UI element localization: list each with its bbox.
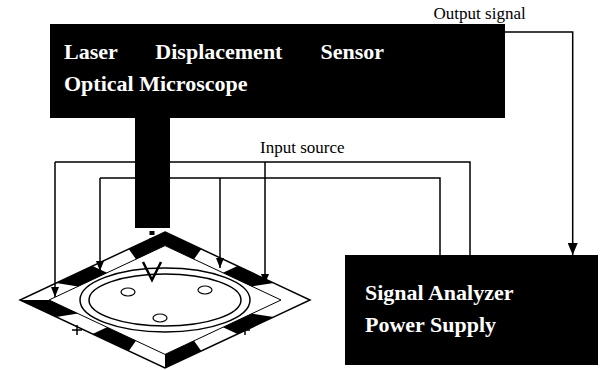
microscope-column <box>135 110 170 228</box>
contact-pad <box>121 288 135 296</box>
contact-pad <box>153 314 167 322</box>
cantilever <box>143 262 161 280</box>
equipment-box: Laser Displacement Sensor Optical Micros… <box>50 24 505 118</box>
checker-square <box>165 232 201 259</box>
checker-square <box>20 300 78 317</box>
wire <box>100 178 440 255</box>
checker-square <box>223 314 274 334</box>
outer-ring <box>80 268 250 332</box>
wire <box>55 162 470 255</box>
device-inner-border <box>49 246 281 355</box>
wire-drop <box>99 178 101 271</box>
checker-border <box>20 232 274 368</box>
checker-square <box>223 266 274 286</box>
wire-drop <box>219 178 221 268</box>
signal-connector <box>505 32 573 255</box>
edge-label: Output signal <box>432 4 528 24</box>
contact-pad <box>198 286 212 294</box>
device-substrate <box>20 232 310 368</box>
checker-square <box>165 341 201 368</box>
signal-label: Input source <box>258 138 347 158</box>
plus-mark <box>72 325 250 335</box>
checker-square <box>93 327 137 351</box>
checker-square <box>129 232 165 259</box>
inner-ring <box>89 274 241 326</box>
box-label: Signal Analyzer Power Supply <box>365 277 565 341</box>
wire-drop <box>264 162 266 284</box>
box-label: Laser Displacement Sensor Optical Micros… <box>64 36 384 100</box>
equipment-box: Signal Analyzer Power Supply <box>345 255 598 365</box>
wire-drop <box>54 162 56 297</box>
